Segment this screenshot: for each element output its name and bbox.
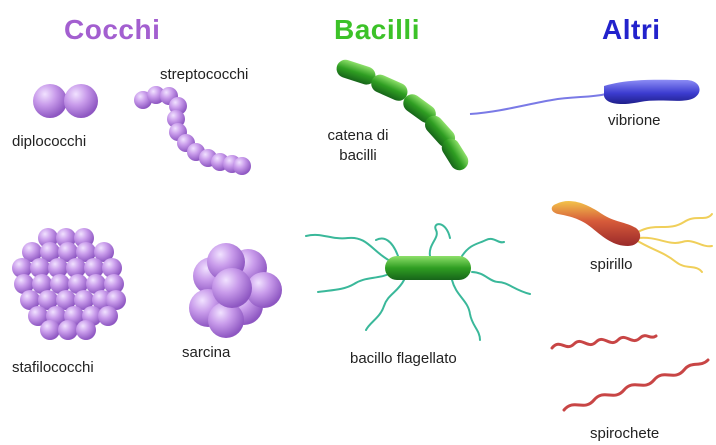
label-spirillo: spirillo	[590, 256, 633, 273]
coccus-cell	[40, 320, 60, 340]
diplococchi-illustration	[33, 84, 98, 118]
label-diplococchi: diplococchi	[12, 133, 86, 150]
label-stafilococchi: stafilococchi	[12, 359, 94, 376]
label-bacillo-flagellato: bacillo flagellato	[350, 350, 457, 367]
bacillo-flagellato-illustration	[306, 224, 530, 340]
label-catena-di-bacilli-line2: bacilli	[318, 146, 398, 166]
heading-cocchi: Cocchi	[64, 14, 160, 46]
sarcina-illustration	[189, 243, 282, 338]
heading-bacilli: Bacilli	[334, 14, 420, 46]
label-catena-di-bacilli-line1: catena di	[318, 126, 398, 146]
vibrione-illustration	[470, 80, 700, 114]
label-catena-di-bacilli: catena di bacilli	[318, 126, 398, 166]
coccus-cell	[58, 320, 78, 340]
coccus-cell	[76, 320, 96, 340]
stafilococchi-illustration	[12, 228, 126, 340]
heading-altri: Altri	[602, 14, 661, 46]
coccus-cell	[233, 157, 251, 175]
label-vibrione: vibrione	[608, 112, 661, 129]
streptococchi-illustration	[134, 86, 251, 175]
label-streptococchi: streptococchi	[160, 66, 248, 83]
label-sarcina: sarcina	[182, 344, 230, 361]
label-spirochete: spirochete	[590, 425, 659, 442]
spirochete-illustration	[552, 336, 708, 410]
coccus-cell	[98, 306, 118, 326]
